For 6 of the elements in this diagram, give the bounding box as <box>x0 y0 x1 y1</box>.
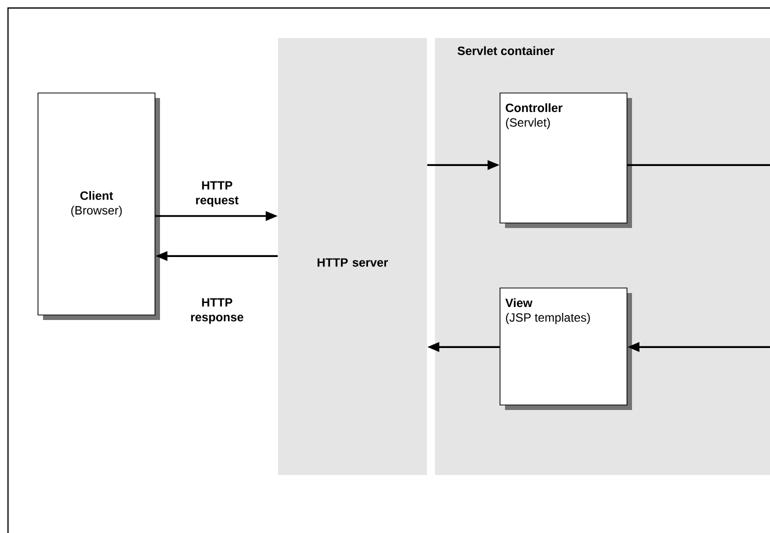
component-box: Client (Browser) <box>38 92 160 320</box>
edge-label: HTTP response <box>191 298 244 324</box>
component-box: View (JSP templates) <box>500 288 632 410</box>
edge-label: HTTP request <box>196 181 239 207</box>
tier-panel: HTTP server <box>278 38 427 475</box>
component-box: Controller (Servlet) <box>500 92 632 228</box>
